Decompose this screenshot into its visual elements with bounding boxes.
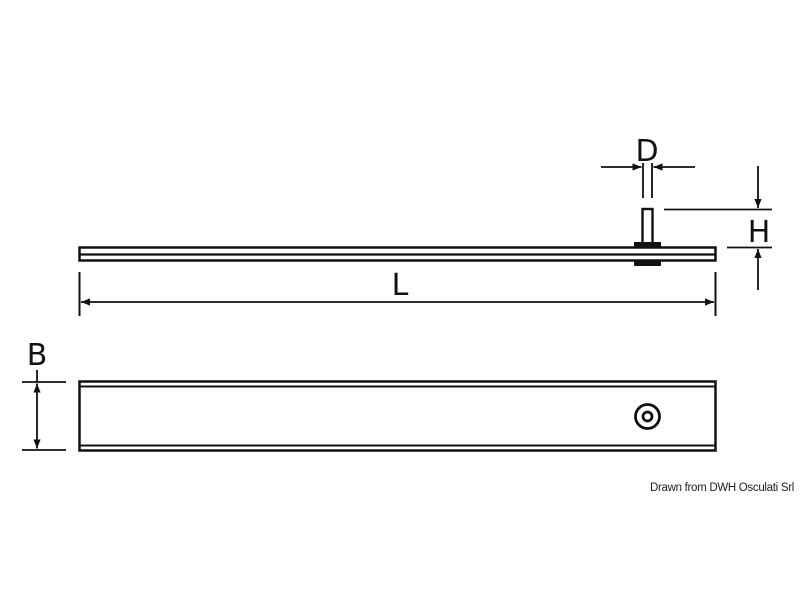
label-L: L [392,268,409,303]
dimension-diameter: D [601,134,695,198]
top-view: B [22,338,717,452]
credit-text: Drawn from DWH Osculati Srl [650,482,794,494]
side-view: L D H [78,134,772,316]
flat-bar-top [78,380,717,452]
dimension-width: B [22,338,66,451]
label-B: B [27,338,48,373]
label-D: D [635,134,658,169]
label-H: H [748,215,771,250]
flat-bar-side [78,246,717,262]
stud-hole [634,403,661,430]
dimension-length: L [78,268,717,316]
stud [634,207,661,266]
dimension-height: H [664,166,772,290]
